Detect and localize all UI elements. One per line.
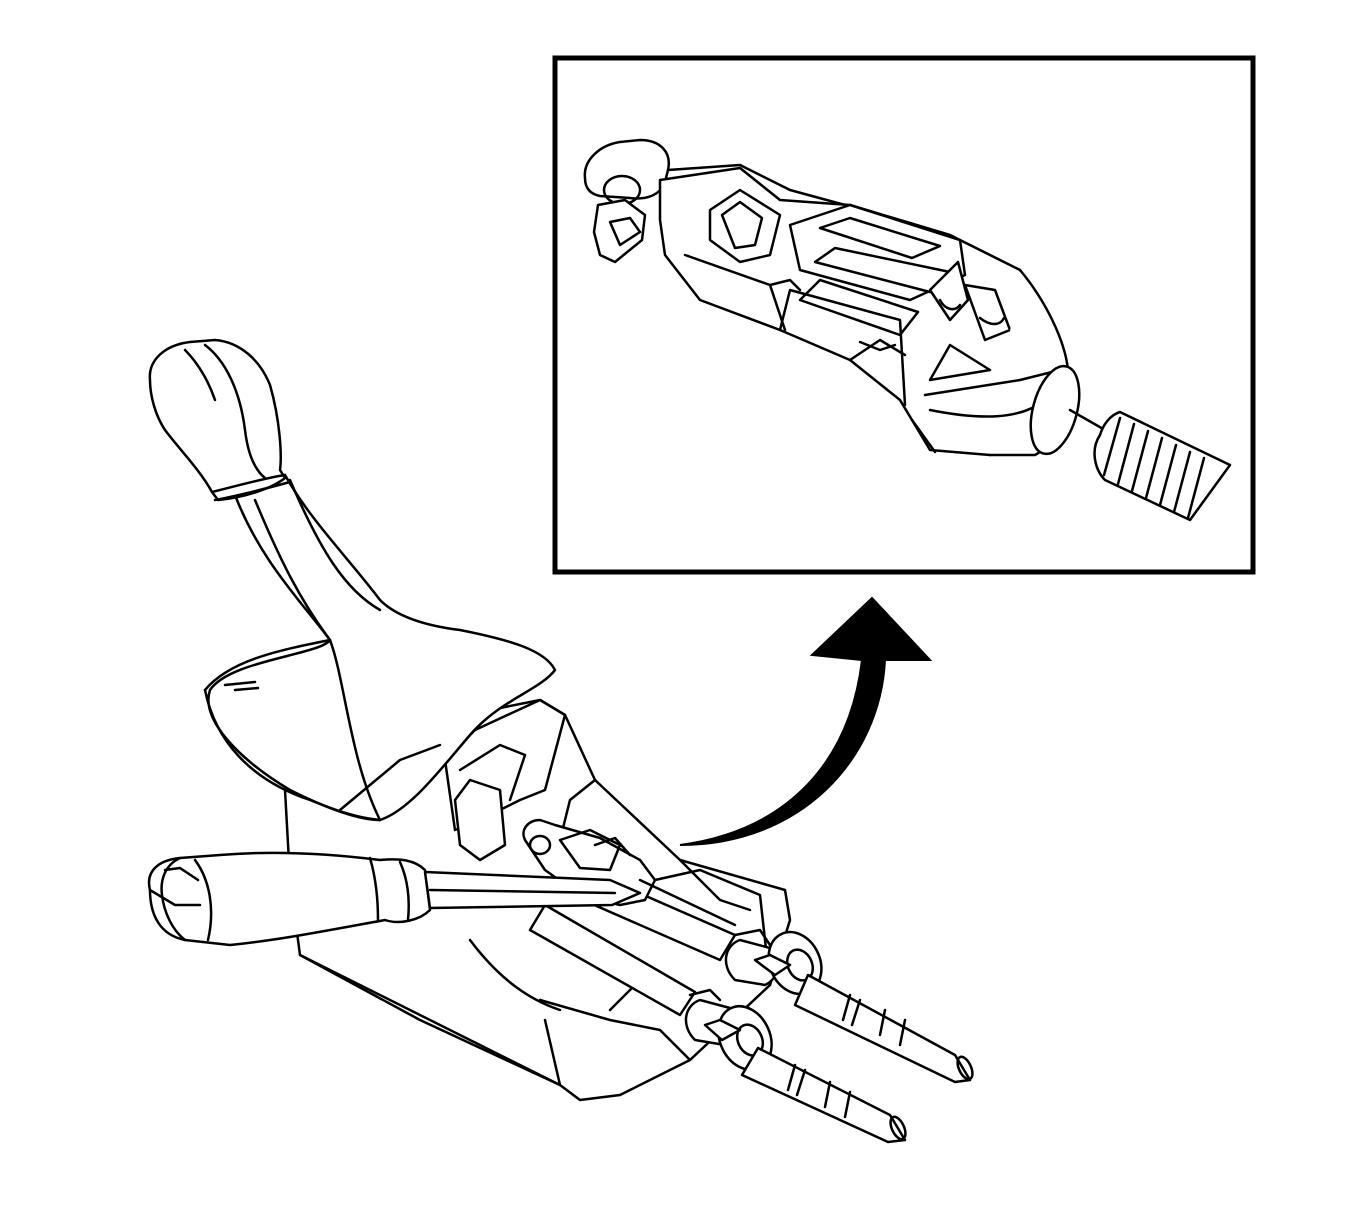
cable-conduit — [1093, 410, 1232, 522]
shifter-knob — [148, 338, 292, 502]
detail-inset — [552, 55, 1256, 575]
screwdriver — [147, 851, 642, 947]
cable-end-connector — [583, 138, 1107, 457]
shifter-assembly — [147, 338, 974, 1144]
curved-arrow-icon — [679, 596, 933, 846]
cable-grommet — [688, 928, 792, 1042]
shift-boot — [203, 473, 557, 822]
select-cable — [528, 903, 907, 1144]
cable-end-retainer-clip — [522, 818, 737, 927]
